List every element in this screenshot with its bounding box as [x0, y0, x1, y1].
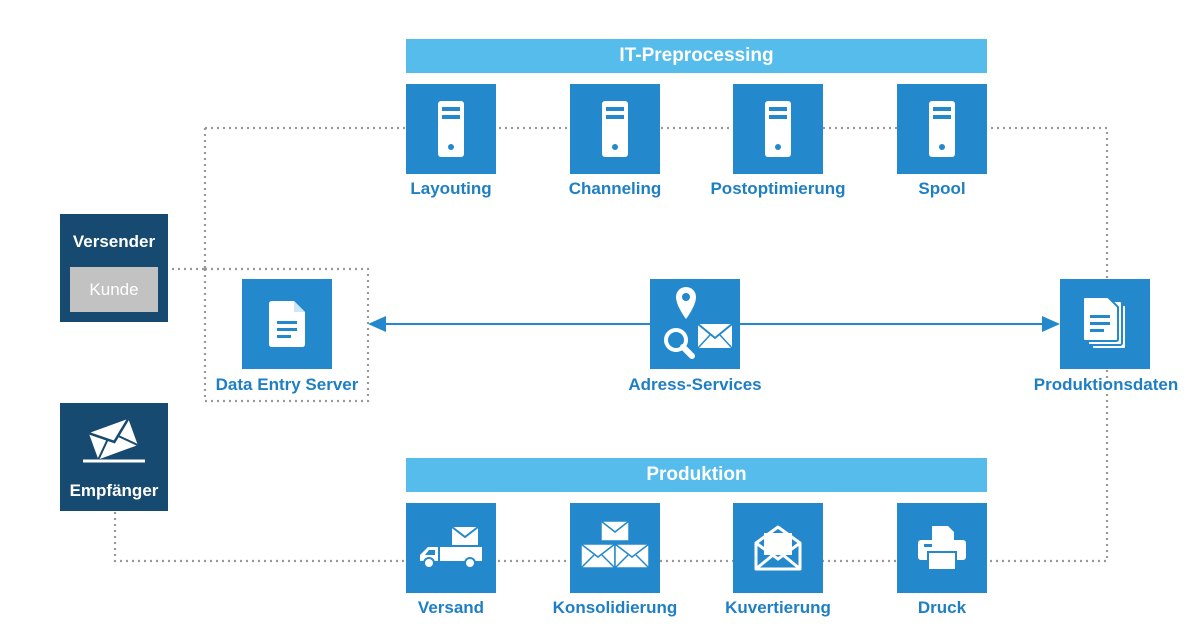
spool-label: Spool	[918, 179, 966, 198]
production-data-label: Produktionsdaten	[1033, 375, 1179, 394]
address-services-node[interactable]	[650, 279, 740, 369]
printer-icon	[918, 526, 966, 570]
data-entry-server-label: Data Entry Server	[215, 375, 359, 394]
address-search-icon	[664, 287, 733, 359]
customer-box[interactable]: Kunde	[70, 267, 158, 312]
envelopes-icon	[580, 520, 650, 569]
versand-label: Versand	[417, 598, 485, 617]
recipient-flow-line	[113, 370, 1109, 563]
mail-received-icon	[83, 418, 145, 463]
postoptimierung-label: Postoptimierung	[710, 179, 846, 198]
sender-box: Versender Kunde	[60, 214, 168, 322]
open-envelope-icon	[754, 525, 802, 571]
produktion-banner: Produktion	[406, 458, 987, 492]
sender-title: Versender	[72, 232, 156, 251]
konsolidierung-node[interactable]	[570, 503, 660, 593]
channeling-node[interactable]	[570, 84, 660, 174]
layouting-node[interactable]	[406, 84, 496, 174]
druck-label: Druck	[917, 598, 967, 617]
server-icon	[602, 101, 628, 157]
spool-node[interactable]	[897, 84, 987, 174]
preprocessing-flow-line	[205, 126, 1109, 280]
production-data-node[interactable]	[1060, 279, 1150, 369]
channeling-label: Channeling	[568, 179, 662, 198]
documents-stack-icon	[1082, 297, 1127, 350]
data-entry-boundary	[203, 267, 370, 403]
address-services-label: Adress-Services	[628, 375, 762, 394]
it-preprocessing-banner: IT-Preprocessing	[406, 39, 987, 73]
server-icon	[765, 101, 791, 157]
druck-node[interactable]	[897, 503, 987, 593]
truck-mail-icon	[420, 526, 482, 569]
konsolidierung-label: Konsolidierung	[552, 598, 678, 617]
server-icon	[438, 101, 464, 157]
data-entry-server-node[interactable]	[242, 279, 332, 369]
document-icon	[269, 301, 305, 347]
layouting-label: Layouting	[410, 179, 492, 198]
server-icon	[929, 101, 955, 157]
recipient-box: Empfänger	[60, 403, 168, 511]
kuvertierung-node[interactable]	[733, 503, 823, 593]
recipient-title: Empfänger	[69, 481, 159, 500]
kuvertierung-label: Kuvertierung	[725, 598, 831, 617]
versand-node[interactable]	[406, 503, 496, 593]
postoptimierung-node[interactable]	[733, 84, 823, 174]
